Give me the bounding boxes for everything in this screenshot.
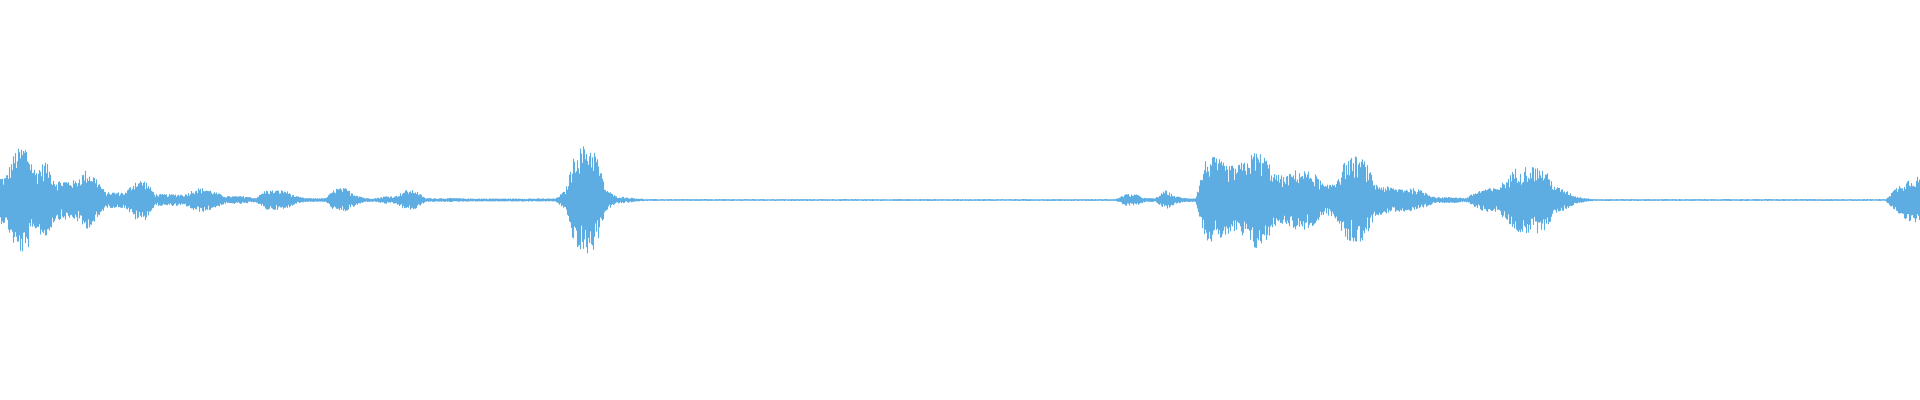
waveform-samples (0, 146, 1920, 254)
waveform-amplitude-path (0, 146, 1920, 254)
